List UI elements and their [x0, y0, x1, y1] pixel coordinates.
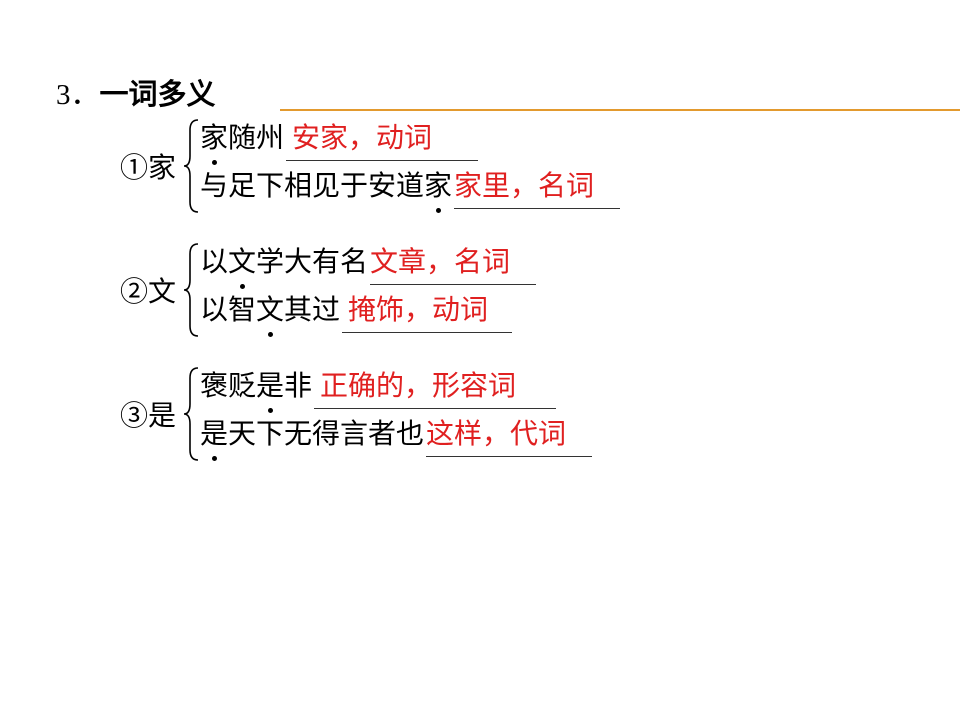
example-line-2: 以智文其过掩饰，动词 [200, 292, 513, 337]
sentence-suffix: 学大有名 [256, 245, 369, 278]
sentence-prefix: 与足下相见于安道 [200, 169, 425, 202]
sentence-prefix: 褒贬 [200, 369, 257, 402]
example-line-1: 以文学大有名文章，名词 [200, 244, 537, 289]
answer-blank: 掩饰，动词 [342, 292, 513, 333]
answer-blank: 正确的，形容词 [314, 368, 557, 409]
left-brace-icon [184, 367, 199, 461]
left-brace-icon [184, 119, 199, 213]
example-line-2: 与足下相见于安道家家里，名词 [200, 168, 621, 213]
left-brace-icon [184, 243, 199, 337]
key-word: 是 [200, 417, 229, 461]
answer-blank: 安家，动词 [286, 120, 479, 161]
sentence-suffix: 天下无得言者也 [228, 417, 425, 450]
example-line-1: 家随州安家，动词 [200, 120, 479, 165]
group-label: ①家 [120, 151, 177, 184]
key-word: 文 [228, 245, 257, 289]
section-number: 3． [56, 79, 100, 111]
group-label: ②文 [120, 275, 177, 308]
answer-blank: 文章，名词 [370, 244, 537, 285]
sentence-suffix: 非 [284, 369, 313, 402]
sentence-suffix: 随州 [228, 121, 285, 154]
example-line-2: 是天下无得言者也这样，代词 [200, 416, 593, 461]
example-line-1: 褒贬是非正确的，形容词 [200, 368, 557, 413]
section-title: 3．一词多义 [56, 76, 216, 113]
sentence-suffix: 其过 [284, 293, 341, 326]
answer-blank: 家里，名词 [454, 168, 621, 209]
group-label: ③是 [120, 399, 177, 432]
title-underline [280, 109, 960, 111]
key-word: 家 [200, 121, 229, 165]
sentence-prefix: 以 [200, 245, 229, 278]
key-word: 家 [424, 169, 453, 213]
key-word: 是 [256, 369, 285, 413]
section-heading: 一词多义 [99, 77, 216, 111]
answer-blank: 这样，代词 [426, 416, 593, 457]
sentence-prefix: 以智 [200, 293, 257, 326]
key-word: 文 [256, 293, 285, 337]
